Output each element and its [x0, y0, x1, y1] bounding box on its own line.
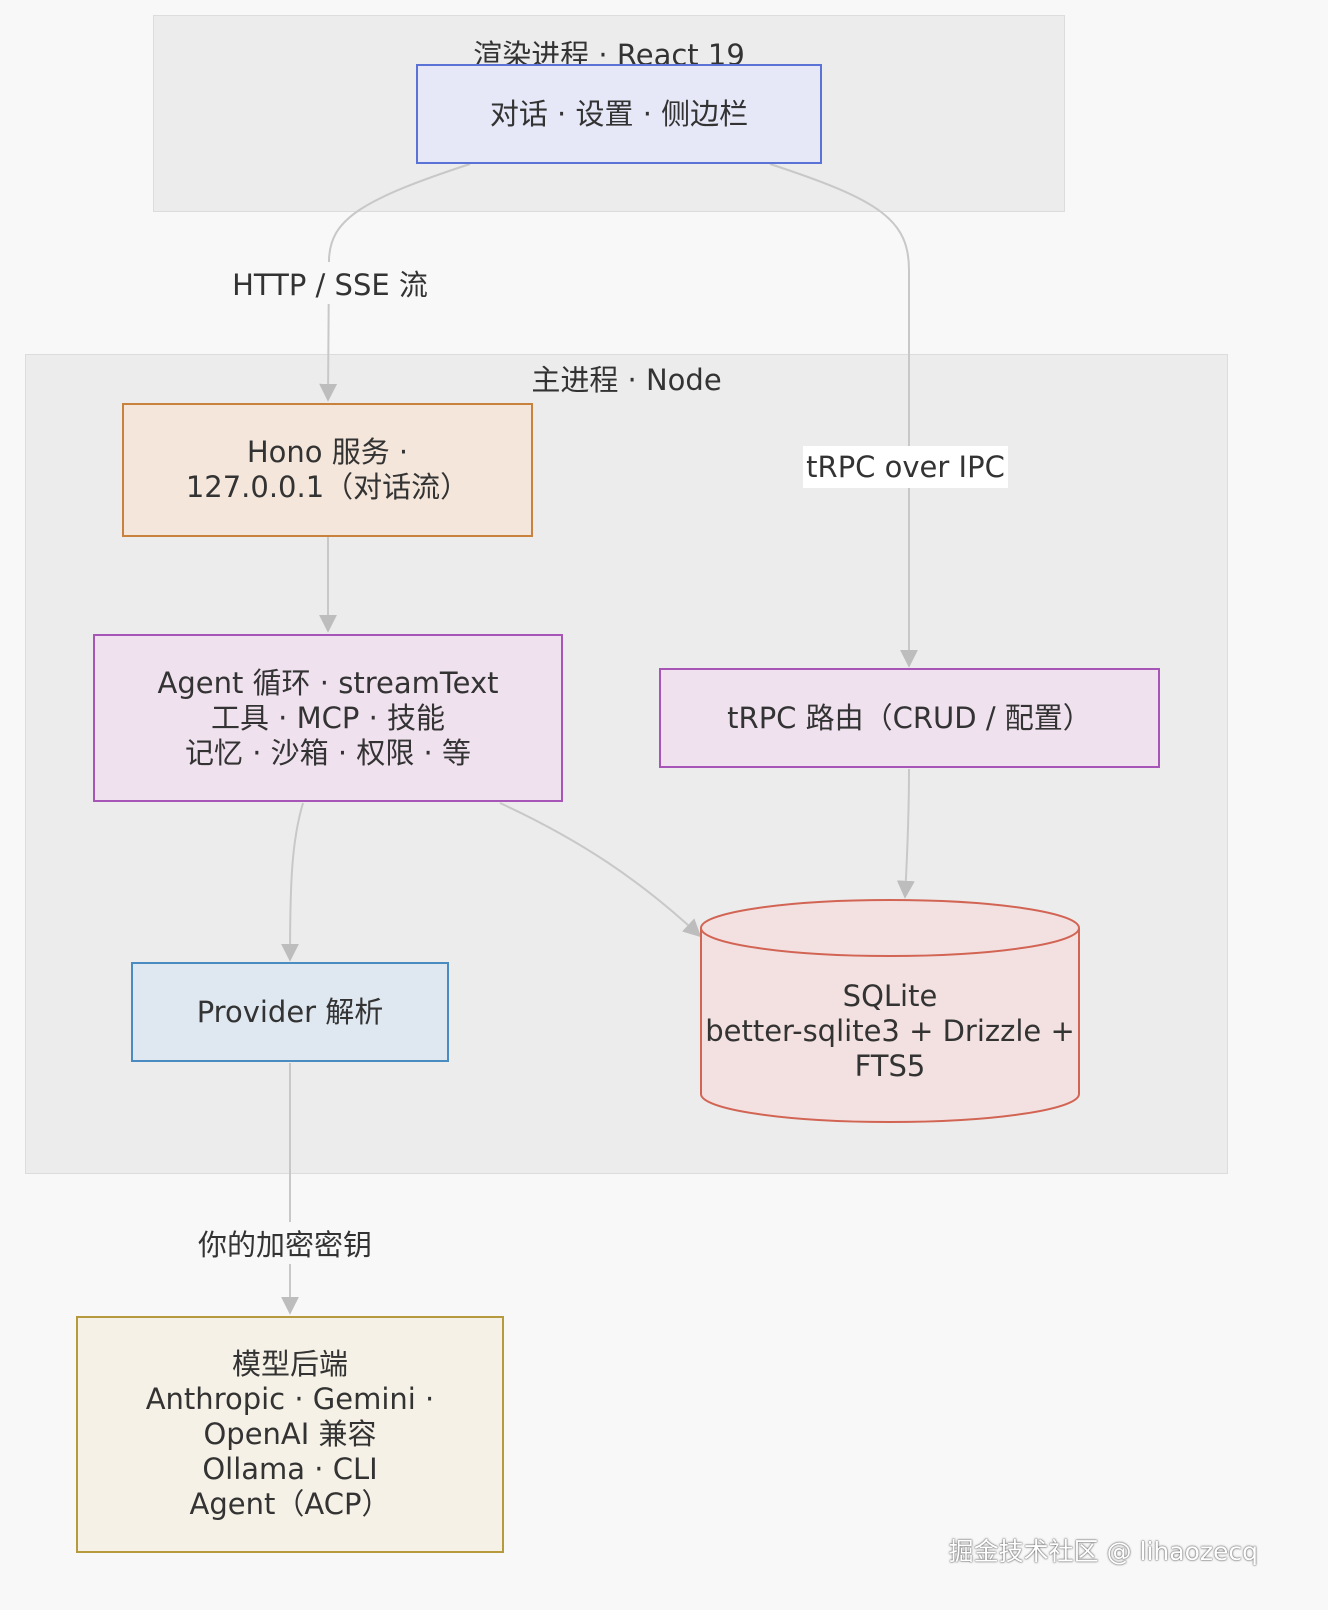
model-backends-line-4: Ollama · CLI	[202, 1452, 378, 1486]
main-process-title: 主进程 · Node	[531, 363, 722, 397]
sqlite-database-node: SQLite better-sqlite3 + Drizzle + FTS5	[699, 898, 1081, 1126]
agent-loop-node: Agent 循环 · streamText 工具 · MCP · 技能 记忆 ·…	[93, 634, 563, 802]
agent-loop-line-2: 工具 · MCP · 技能	[210, 700, 446, 735]
agent-loop-line-1: Agent 循环 · streamText	[157, 665, 499, 700]
provider-label: Provider 解析	[196, 994, 384, 1029]
edge-trpc-to-sqlite	[896, 768, 915, 899]
sqlite-line-2: better-sqlite3 + Drizzle +	[705, 1013, 1075, 1048]
edge-ui-to-hono	[319, 163, 471, 402]
hono-server-line-2: 127.0.0.1（对话流）	[185, 470, 470, 504]
database-icon	[700, 899, 1080, 1123]
model-backends-line-1: 模型后端	[231, 1347, 348, 1381]
sqlite-line-1: SQLite	[842, 978, 938, 1013]
trpc-router-label: tRPC 路由（CRUD / 配置）	[727, 700, 1092, 735]
edge-label-encrypted-key: 你的加密密钥	[190, 1222, 380, 1264]
agent-loop-line-3: 记忆 · 沙箱 · 权限 · 等	[185, 735, 471, 770]
hono-server-line-1: Hono 服务 ·	[246, 435, 409, 469]
edge-agent-to-provider	[281, 802, 304, 962]
edge-label-trpc-ipc: tRPC over IPC	[803, 446, 1008, 488]
hono-server-node: Hono 服务 · 127.0.0.1（对话流）	[122, 403, 533, 537]
renderer-ui-node: 对话 · 设置 · 侧边栏	[416, 64, 822, 164]
edge-agent-to-sqlite	[499, 802, 702, 938]
model-backends-line-2: Anthropic · Gemini ·	[145, 1382, 435, 1416]
watermark-text: 掘金技术社区 @ lihaozecq	[948, 1537, 1258, 1566]
trpc-router-node: tRPC 路由（CRUD / 配置）	[659, 668, 1160, 768]
edge-label-http-sse: HTTP / SSE 流	[222, 262, 438, 304]
sqlite-line-3: FTS5	[854, 1048, 926, 1083]
edge-ui-to-trpc	[769, 163, 918, 668]
provider-node: Provider 解析	[131, 962, 449, 1062]
model-backends-line-5: Agent（ACP）	[189, 1487, 391, 1521]
sqlite-label-group: SQLite better-sqlite3 + Drizzle + FTS5	[699, 956, 1081, 1106]
model-backends-line-3: OpenAI 兼容	[203, 1417, 377, 1451]
renderer-ui-label: 对话 · 设置 · 侧边栏	[489, 96, 749, 131]
model-backends-node: 模型后端 Anthropic · Gemini · OpenAI 兼容 Olla…	[76, 1316, 504, 1553]
